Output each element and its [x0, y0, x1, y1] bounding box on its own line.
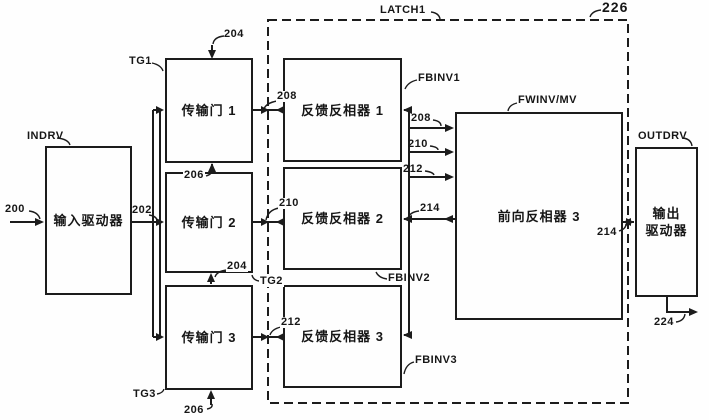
ref-212-node: 212 — [280, 316, 302, 328]
transmission-gate2-box: 传输门 2 — [165, 172, 253, 273]
transmission-gate2-text: 传输门 2 — [181, 215, 237, 230]
ref-224: 224 — [654, 316, 674, 328]
transmission-gate1-box: 传输门 1 — [165, 58, 253, 163]
transmission-gate3-box: 传输门 3 — [165, 285, 253, 390]
ref-202: 202 — [132, 204, 152, 216]
ref-208-fwinput: 208 — [411, 112, 431, 124]
ref-210-fwinput: 210 — [408, 138, 428, 150]
ref-226: 226 — [602, 0, 629, 15]
output-driver-text-line1: 输出 — [652, 206, 681, 221]
forward-inverter-box: 前向反相器 3 — [455, 112, 623, 320]
ref-214-feedback: 214 — [420, 202, 440, 214]
transmission-gate1-text: 传输门 1 — [181, 103, 237, 118]
input-driver-box: 输入驱动器 — [45, 146, 132, 295]
ref-204-top: 204 — [224, 28, 244, 40]
ref-214-output: 214 — [597, 226, 617, 238]
ref-212-fwinput: 212 — [403, 163, 423, 175]
ref-204-mid: 204 — [226, 260, 248, 272]
input-driver-text: 输入驱动器 — [53, 213, 124, 228]
ref-210-node: 210 — [278, 197, 300, 209]
feedback-inverter2-box: 反馈反相器 2 — [283, 167, 402, 270]
indrv-tag: INDRV — [27, 130, 64, 142]
fbinv1-tag: FBINV1 — [418, 72, 461, 84]
ref-208-node: 208 — [276, 90, 298, 102]
feedback-inverter1-text: 反馈反相器 1 — [301, 102, 384, 118]
feedback-inverter1-box: 反馈反相器 1 — [283, 58, 402, 162]
ref-200: 200 — [5, 203, 25, 215]
outdrv-tag: OUTDRV — [638, 130, 688, 142]
feedback-inverter3-box: 反馈反相器 3 — [283, 285, 402, 388]
ref-206-lower: 206 — [184, 404, 204, 416]
feedback-inverter3-text: 反馈反相器 3 — [301, 329, 384, 344]
tg1-tag: TG1 — [129, 55, 152, 67]
fbinv3-tag: FBINV3 — [415, 354, 458, 366]
fbinv2-tag: FBINV2 — [388, 272, 431, 284]
output-driver-text-line2: 驱动器 — [645, 223, 688, 238]
tg2-tag: TG2 — [259, 275, 284, 287]
output-driver-box: 输出 驱动器 — [635, 147, 698, 297]
fwinv-tag: FWINV/MV — [518, 94, 577, 106]
tg3-tag: TG3 — [133, 388, 156, 400]
latch-label: LATCH1 — [380, 4, 426, 16]
forward-inverter-text: 前向反相器 3 — [497, 208, 581, 224]
transmission-gate3-text: 传输门 3 — [181, 330, 237, 345]
feedback-inverter2-text: 反馈反相器 2 — [301, 211, 384, 226]
ref-206-upper: 206 — [183, 169, 205, 181]
